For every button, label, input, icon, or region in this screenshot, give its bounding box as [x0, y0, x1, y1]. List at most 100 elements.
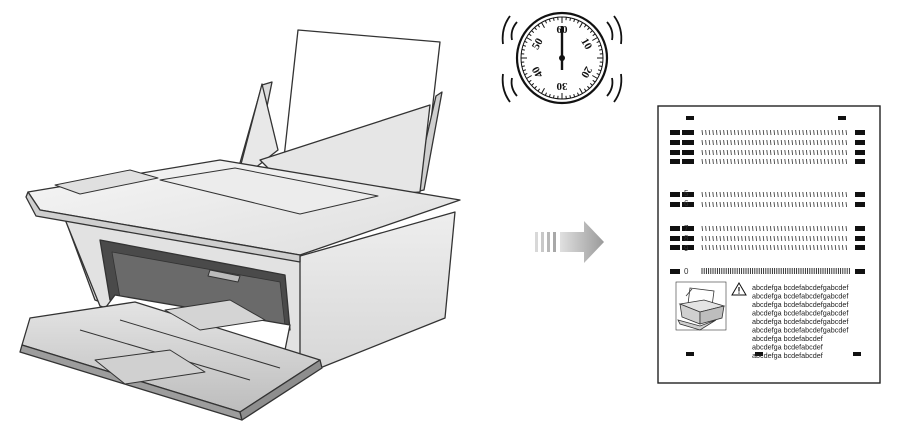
pattern-mark: [766, 225, 768, 232]
vibration-marks: [501, 15, 623, 103]
pattern-mark: [751, 225, 754, 232]
pattern-mark: [816, 201, 819, 208]
block-marker: [855, 236, 865, 241]
pattern-mark: [823, 139, 826, 146]
pattern-mark: [737, 235, 740, 242]
block-marker: [670, 130, 680, 135]
pattern-mark: [831, 235, 833, 242]
pattern-mark: [784, 158, 786, 165]
pattern-mark: [809, 191, 812, 198]
pattern-mark: [733, 139, 736, 146]
pattern-mark: [766, 139, 768, 146]
pattern-mark: [759, 129, 761, 136]
dial-tick: [552, 17, 555, 21]
pattern-mark: [773, 201, 776, 208]
block-marker: [855, 226, 865, 231]
pattern-mark: [802, 129, 804, 136]
pattern-mark: [831, 139, 833, 146]
pattern-mark: [744, 129, 747, 136]
pattern-mark: [705, 149, 707, 156]
pattern-mark: [831, 201, 833, 208]
dial-tick: [544, 20, 548, 24]
pattern-mark: [755, 149, 758, 156]
pattern-mark: [845, 201, 848, 208]
pattern-mark: [813, 201, 815, 208]
dial-tick: [544, 92, 548, 96]
pattern-mark: [769, 191, 772, 198]
pattern-mark: [730, 139, 732, 146]
pattern-mark: [820, 235, 822, 242]
block-marker: [855, 192, 865, 197]
pattern-mark: [805, 139, 808, 146]
pattern-mark: [780, 235, 783, 242]
printer-thumbnail-icon: [675, 281, 727, 331]
pattern-mark: [838, 149, 840, 156]
pattern-mark: [823, 149, 826, 156]
pattern-mark: [712, 244, 714, 251]
dial-tick: [592, 79, 596, 83]
pattern-mark: [715, 139, 718, 146]
pattern-mark: [741, 139, 743, 146]
pattern-mark: [751, 191, 754, 198]
pattern-mark: [802, 201, 804, 208]
dial-tick: [522, 69, 527, 72]
dial-tick: [573, 18, 576, 23]
pattern-mark: [795, 149, 797, 156]
pattern-mark: [816, 139, 819, 146]
pattern-mark: [744, 225, 747, 232]
pattern-mark: [838, 139, 840, 146]
pattern-mark: [805, 149, 808, 156]
pattern-mark: [787, 149, 790, 156]
pattern-mark: [766, 201, 768, 208]
pattern-mark: [715, 225, 718, 232]
block-marker: [855, 245, 865, 250]
pattern-mark: [823, 225, 826, 232]
pattern-mark: [748, 129, 750, 136]
pattern-mark: [784, 191, 786, 198]
pattern-mark: [712, 191, 714, 198]
printer-icon: [19, 29, 461, 421]
pattern-mark: [751, 235, 754, 242]
row-markers: [670, 130, 865, 274]
pattern-mark: [719, 235, 722, 242]
pattern-mark: [715, 201, 718, 208]
pattern-mark: [705, 201, 707, 208]
pattern-mark: [737, 225, 740, 232]
arrow-right-icon: [535, 221, 604, 263]
pattern-mark: [751, 201, 754, 208]
pattern-mark: [834, 244, 837, 251]
pattern-mark: [813, 235, 815, 242]
pattern-mark: [845, 191, 848, 198]
pattern-mark: [805, 244, 808, 251]
warning-triangle-icon: [731, 282, 747, 296]
pattern-mark: [798, 235, 801, 242]
pattern-mark: [777, 129, 779, 136]
pattern-mark: [798, 158, 801, 165]
pattern-mark: [733, 225, 736, 232]
row-number: 8: [684, 234, 689, 243]
pattern-mark: [841, 129, 844, 136]
pattern-mark: [769, 201, 772, 208]
pattern-mark: [831, 129, 833, 136]
dial-tick: [579, 22, 583, 28]
pattern-mark: [726, 201, 729, 208]
pattern-mark: [838, 201, 840, 208]
pattern-mark: [715, 129, 718, 136]
pattern-mark: [834, 158, 837, 165]
pattern-mark: [708, 139, 711, 146]
pattern-mark: [795, 158, 797, 165]
pattern-mark: [759, 225, 761, 232]
pattern-mark: [784, 244, 786, 251]
dial-tick: [526, 37, 532, 41]
pattern-mark: [733, 149, 736, 156]
pattern-mark: [755, 201, 758, 208]
pattern-mark: [719, 191, 722, 198]
dial-tick: [524, 40, 528, 44]
pattern-mark: [726, 225, 729, 232]
pattern-mark: [719, 129, 722, 136]
dial-tick: [548, 93, 551, 98]
pattern-mark: [726, 244, 729, 251]
pattern-mark: [798, 201, 801, 208]
pattern-mark: [726, 235, 729, 242]
pattern-mark: [759, 201, 761, 208]
